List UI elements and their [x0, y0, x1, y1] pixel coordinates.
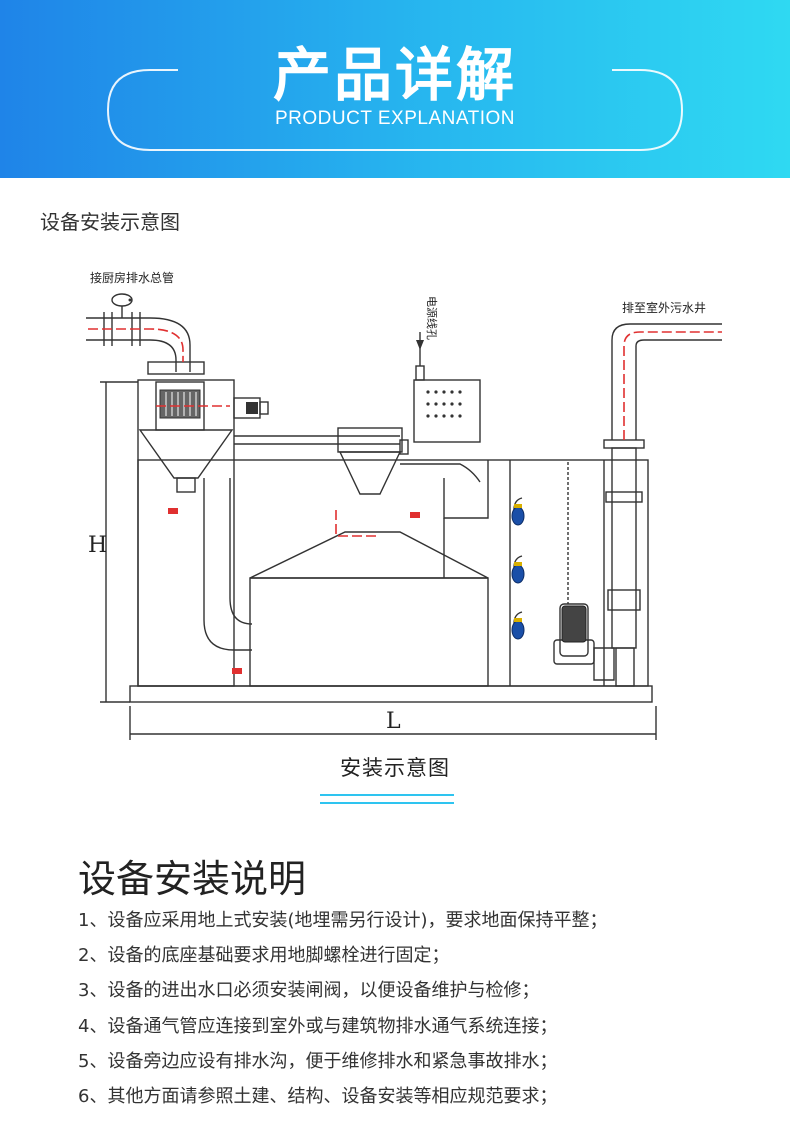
banner-bracket-decoration — [106, 69, 684, 151]
caption-underline — [320, 802, 454, 804]
notes-list: 1、设备应采用地上式安装(地埋需另行设计)，要求地面保持平整； 2、设备的底座基… — [78, 910, 608, 1123]
list-item: 2、设备的底座基础要求用地脚螺栓进行固定； — [78, 945, 450, 967]
list-item: 5、设备旁边应设有排水沟，便于维修排水和紧急事故排水； — [78, 1050, 558, 1072]
diagram-caption: 安装示意图 — [340, 756, 450, 780]
list-item: 4、设备通气管应连接到室外或与建筑物排水通气系统连接； — [78, 1015, 558, 1037]
height-dimension-label: H — [88, 533, 107, 558]
power-hole-label: 电源线孔 — [425, 296, 439, 340]
banner-title: 产品详解 — [272, 41, 517, 109]
section-label: 设备安装示意图 — [40, 210, 180, 234]
length-dimension-label: L — [386, 709, 401, 734]
tank-outline — [137, 459, 649, 687]
list-item: 3、设备的进出水口必须安装闸阀，以便设备维护与检修； — [78, 980, 540, 1002]
base-platform — [129, 685, 653, 703]
float-switches — [511, 506, 525, 640]
inlet-label: 接厨房排水总管 — [90, 270, 174, 285]
installation-diagram: 接厨房排水总管 排至室外污水井 电源线孔 H L — [86, 270, 722, 740]
notes-title: 设备安装说明 — [78, 857, 307, 901]
header-banner: 产品详解 PRODUCT EXPLANATION — [0, 0, 790, 178]
caption-underline — [320, 794, 454, 796]
banner-subtitle: PRODUCT EXPLANATION — [274, 108, 515, 129]
outlet-label: 排至室外污水井 — [622, 300, 706, 315]
submersible-pump — [559, 603, 589, 657]
list-item: 6、其他方面请参照土建、结构、设备安装等相应规范要求； — [78, 1085, 558, 1107]
list-item: 1、设备应采用地上式安装(地埋需另行设计)，要求地面保持平整； — [78, 910, 608, 931]
control-cabinet — [413, 379, 481, 443]
